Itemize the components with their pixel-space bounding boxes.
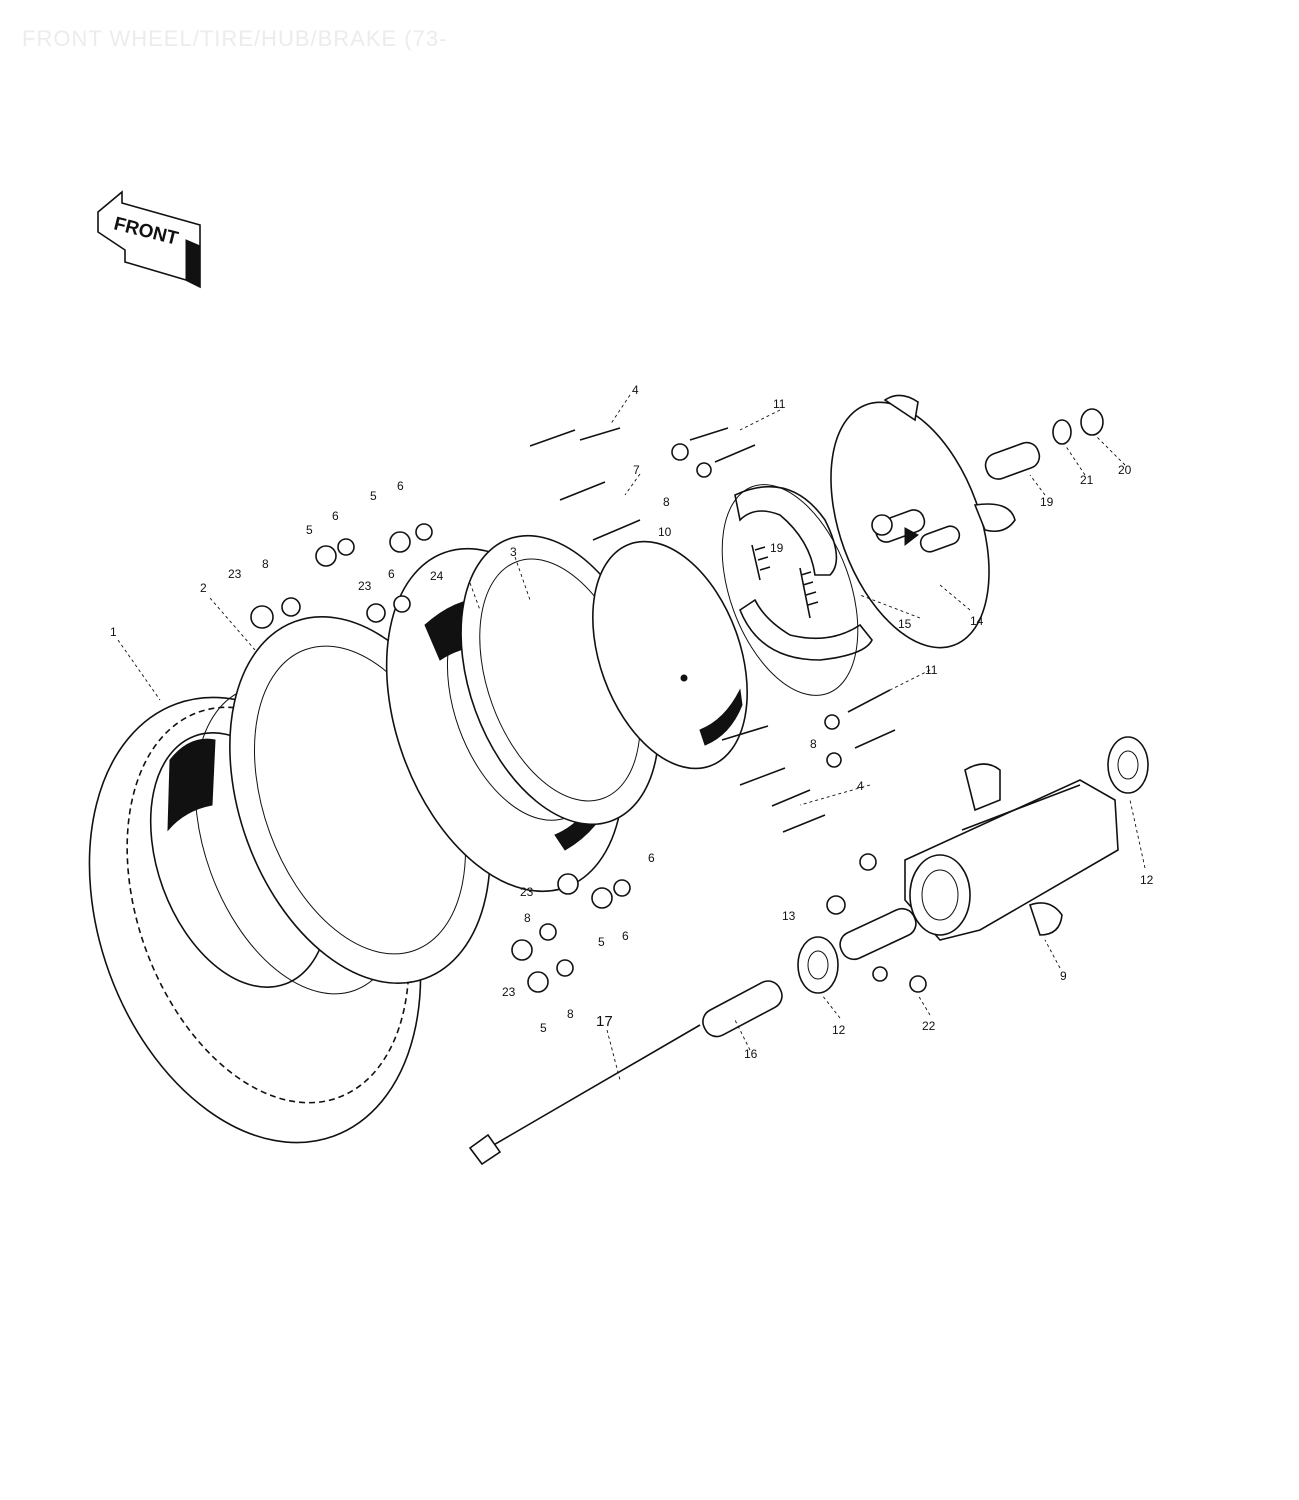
- callout-8: 8: [262, 557, 269, 571]
- callout-4: 4: [857, 779, 864, 793]
- callout-12: 12: [1140, 873, 1154, 887]
- callout-6: 6: [388, 567, 395, 581]
- axle: [468, 980, 783, 1166]
- callout-6: 6: [397, 479, 404, 493]
- callout-23: 23: [502, 985, 516, 999]
- callout-23: 23: [520, 885, 534, 899]
- callout-1: 1: [110, 625, 117, 639]
- callout-2: 2: [200, 581, 207, 595]
- callout-22: 22: [922, 1019, 936, 1033]
- callout-8: 8: [567, 1007, 574, 1021]
- callout-labels: 1 2 3 4 4 5 5 5 5 6 6 6 6 6 7 8 8 8 8 8 …: [110, 383, 1154, 1061]
- callout-23: 23: [228, 567, 242, 581]
- front-direction-badge: FRONT: [97, 190, 201, 289]
- axle-collar-parts: [984, 408, 1104, 480]
- callout-16: 16: [744, 1047, 758, 1061]
- callout-24: 24: [430, 569, 444, 583]
- callout-3: 3: [510, 545, 517, 559]
- brake-drum: [592, 540, 748, 770]
- callout-5: 5: [370, 489, 377, 503]
- leader-lines: [117, 394, 1146, 1081]
- callout-10: 10: [658, 525, 672, 539]
- callout-5: 5: [598, 935, 605, 949]
- spoke-bolts-lower: [721, 689, 896, 833]
- spoke-bolts-upper: [529, 427, 756, 541]
- callout-6: 6: [648, 851, 655, 865]
- callout-4: 4: [632, 383, 639, 397]
- callout-19: 19: [770, 541, 784, 555]
- callout-15: 15: [898, 617, 912, 631]
- callout-8: 8: [524, 911, 531, 925]
- callout-11: 11: [773, 397, 786, 411]
- brake-panel: [830, 394, 1016, 649]
- callout-11: 11: [925, 663, 938, 677]
- callout-7: 7: [633, 463, 640, 477]
- brake-shoes: [721, 484, 873, 696]
- callout-13: 13: [782, 909, 796, 923]
- callout-5: 5: [540, 1021, 547, 1035]
- hub-body: [797, 736, 1149, 994]
- nuts-washers-lower: [511, 873, 631, 993]
- callout-9: 9: [1060, 969, 1067, 983]
- callout-6: 6: [622, 929, 629, 943]
- callout-5: 5: [306, 523, 313, 537]
- callout-20: 20: [1118, 463, 1132, 477]
- callout-8: 8: [810, 737, 817, 751]
- callout-6: 6: [332, 509, 339, 523]
- callout-12: 12: [832, 1023, 846, 1037]
- page-title: FRONT WHEEL/TIRE/HUB/BRAKE (73-: [22, 26, 448, 51]
- callout-14: 14: [970, 614, 984, 628]
- callout-8: 8: [663, 495, 670, 509]
- callout-19: 19: [1040, 495, 1054, 509]
- callout-17: 17: [596, 1013, 613, 1030]
- callout-23: 23: [358, 579, 372, 593]
- callout-21: 21: [1080, 473, 1094, 487]
- nuts-washers-upper: [250, 523, 433, 629]
